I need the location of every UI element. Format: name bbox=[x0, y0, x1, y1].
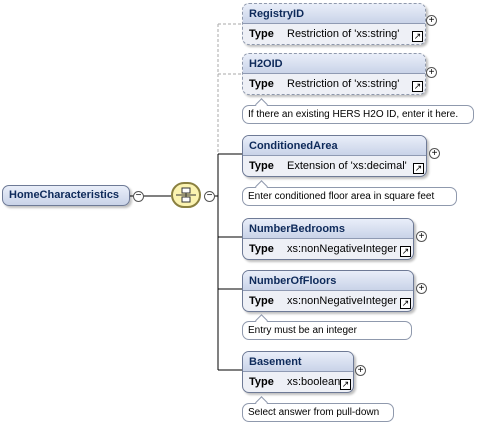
type-label: Type bbox=[249, 28, 274, 40]
expand-icon[interactable]: + bbox=[416, 283, 427, 294]
type-value: Restriction of 'xs:string' bbox=[287, 78, 400, 90]
element-type-row: Type xs:nonNegativeInteger ↗ bbox=[243, 291, 413, 311]
element-name: NumberOfFloors bbox=[243, 271, 413, 291]
type-link-icon[interactable]: ↗ bbox=[340, 379, 351, 390]
type-value: Restriction of 'xs:string' bbox=[287, 28, 400, 40]
element-conditionedarea[interactable]: ConditionedArea Type Extension of 'xs:dec… bbox=[242, 135, 427, 177]
element-type-row: Type xs:nonNegativeInteger ↗ bbox=[243, 239, 413, 259]
collapse-root-icon[interactable]: − bbox=[133, 191, 144, 202]
element-type-row: Type Extension of 'xs:decimal' ↗ bbox=[243, 156, 426, 176]
annotation-note: Select answer from pull-down bbox=[242, 403, 394, 422]
expand-icon[interactable]: + bbox=[355, 365, 366, 376]
expand-icon[interactable]: + bbox=[426, 67, 437, 78]
element-type-row: Type Restriction of 'xs:string' ↗ bbox=[243, 24, 425, 44]
annotation-note: Enter conditioned floor area in square f… bbox=[242, 187, 457, 206]
type-value: xs:nonNegativeInteger bbox=[287, 243, 398, 255]
type-label: Type bbox=[249, 78, 274, 90]
type-link-icon[interactable]: ↗ bbox=[412, 81, 423, 92]
type-label: Type bbox=[249, 376, 274, 388]
type-link-icon[interactable]: ↗ bbox=[400, 298, 411, 309]
type-link-icon[interactable]: ↗ bbox=[400, 246, 411, 257]
element-basement[interactable]: Basement Type xs:boolean ↗ bbox=[242, 351, 354, 393]
expand-icon[interactable]: + bbox=[426, 15, 437, 26]
element-name: Basement bbox=[243, 352, 353, 372]
annotation-note: If there an existing HERS H2O ID, enter … bbox=[242, 105, 474, 124]
type-label: Type bbox=[249, 243, 274, 255]
element-type-row: Type xs:boolean ↗ bbox=[243, 372, 353, 392]
type-link-icon[interactable]: ↗ bbox=[413, 163, 424, 174]
element-name: ConditionedArea bbox=[243, 136, 426, 156]
element-numberbedrooms[interactable]: NumberBedrooms Type xs:nonNegativeInteger… bbox=[242, 218, 414, 260]
type-value: xs:boolean bbox=[287, 376, 341, 388]
expand-icon[interactable]: + bbox=[429, 148, 440, 159]
element-name: H2OID bbox=[243, 54, 425, 74]
annotation-note: Entry must be an integer bbox=[242, 321, 412, 340]
element-numberoffloors[interactable]: NumberOfFloors Type xs:nonNegativeInteger… bbox=[242, 270, 414, 312]
sequence-compositor-icon[interactable] bbox=[171, 182, 201, 208]
type-label: Type bbox=[249, 160, 274, 172]
type-value: xs:nonNegativeInteger bbox=[287, 295, 398, 307]
type-value: Extension of 'xs:decimal' bbox=[287, 160, 407, 172]
type-link-icon[interactable]: ↗ bbox=[412, 31, 423, 42]
element-type-row: Type Restriction of 'xs:string' ↗ bbox=[243, 74, 425, 94]
element-name: NumberBedrooms bbox=[243, 219, 413, 239]
element-name: RegistryID bbox=[243, 4, 425, 24]
element-registryid[interactable]: RegistryID Type Restriction of 'xs:string… bbox=[242, 3, 426, 45]
element-h2oid[interactable]: H2OID Type Restriction of 'xs:string' ↗ bbox=[242, 53, 426, 95]
root-element-homecharacteristics[interactable]: HomeCharacteristics bbox=[2, 185, 130, 206]
type-label: Type bbox=[249, 295, 274, 307]
expand-icon[interactable]: + bbox=[416, 231, 427, 242]
collapse-sequence-icon[interactable]: − bbox=[204, 191, 215, 202]
